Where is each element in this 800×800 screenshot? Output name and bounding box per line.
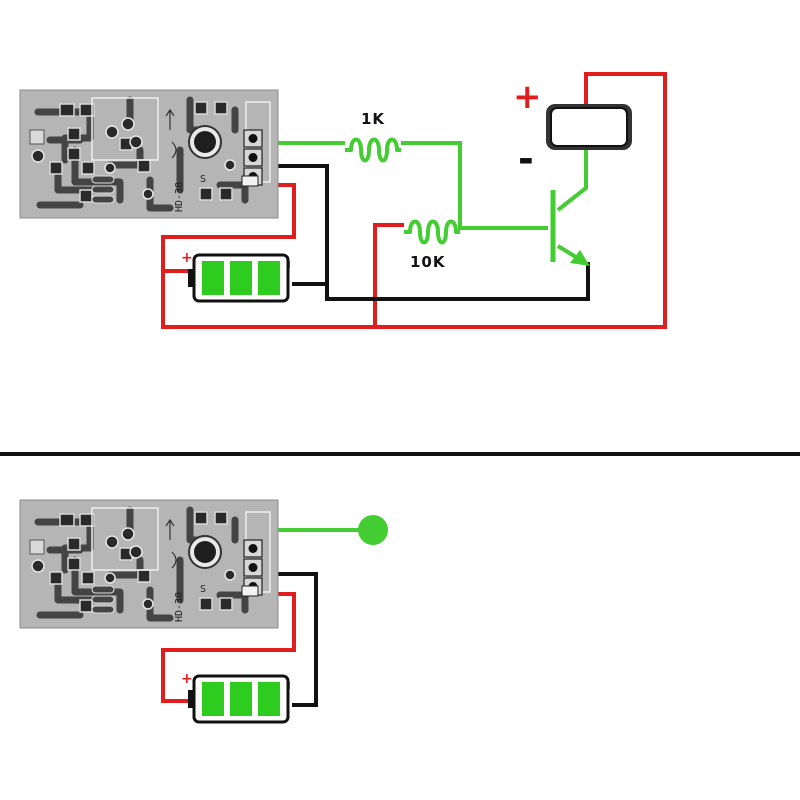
bottom-circuit: HD-38 S + I [20, 500, 388, 724]
output-terminal-dot [358, 515, 388, 545]
battery-minus-top: I [287, 260, 291, 271]
sensor-module-top: HD-38 S [20, 90, 278, 218]
relay-minus-sign: - [518, 137, 534, 181]
module-silk-s-top: S [200, 174, 206, 185]
black-wires-top [258, 164, 590, 301]
transistor-symbol [550, 190, 590, 266]
battery-minus-bottom: I [287, 681, 291, 692]
red-wires-top [161, 72, 667, 329]
battery-top [186, 253, 290, 303]
battery-plus-bottom: + [181, 671, 193, 687]
top-circuit: + - 1K 10K HD-38 S + I [20, 72, 667, 329]
resistor-10k-coil [402, 219, 462, 245]
sensor-module-bottom: HD-38 S [20, 500, 278, 628]
module-label-bottom: HD-38 [174, 592, 185, 622]
resistor-1k-coil [343, 137, 403, 163]
module-label-top: HD-38 [174, 182, 185, 212]
battery-plus-top: + [181, 250, 193, 266]
resistor-10k-label: 10K [410, 253, 446, 271]
relay-coil-box [546, 104, 632, 150]
black-wires-bottom [258, 572, 318, 707]
red-wires-bottom [161, 592, 296, 703]
relay-plus-sign: + [513, 77, 542, 117]
green-wires-top [258, 141, 588, 264]
module-silk-s-bottom: S [200, 584, 206, 595]
section-divider [0, 452, 800, 456]
battery-bottom [186, 674, 290, 724]
resistor-1k-label: 1K [361, 110, 385, 128]
